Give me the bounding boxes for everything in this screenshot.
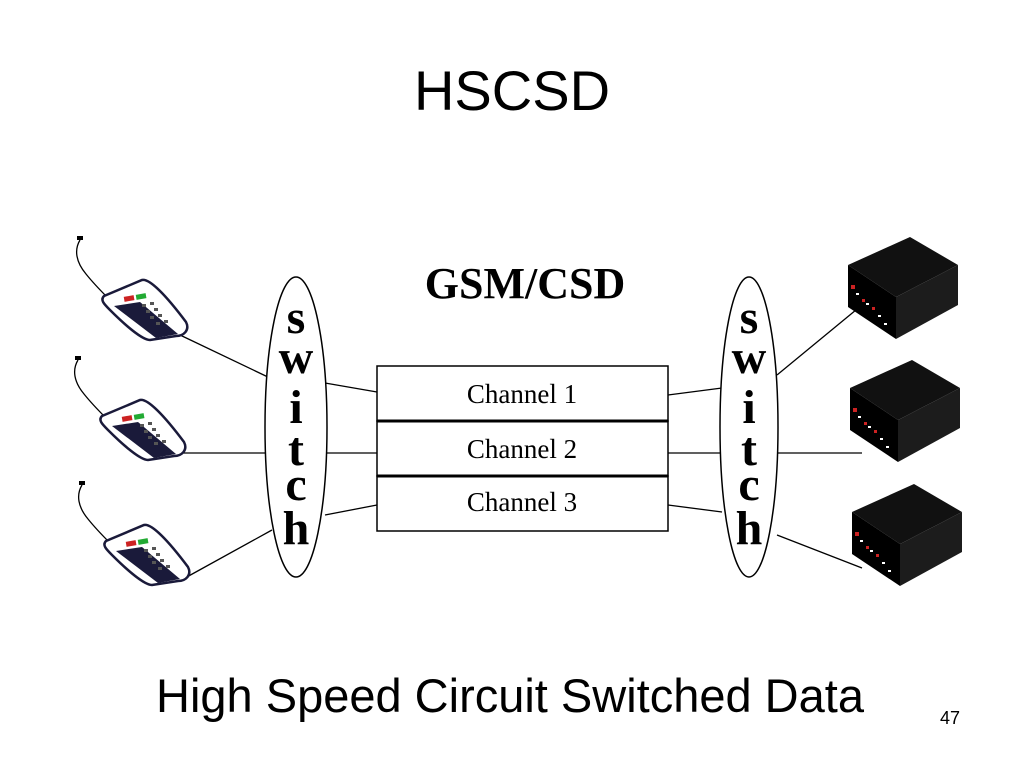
link-ch3-rswitch [667, 504, 723, 513]
gsm-csd-label: GSM/CSD [425, 259, 625, 308]
mobile-phone-icon-1 [75, 234, 189, 342]
right-switch-channel-links [667, 387, 723, 513]
left-device-links [179, 334, 273, 579]
mobile-phone-icon-3 [77, 479, 191, 587]
left-switch-letter-s: s [287, 291, 306, 344]
right-switch-letter-c: c [738, 458, 759, 511]
right-switch-letter-i: i [742, 381, 755, 434]
left-switch-letter-t: t [288, 423, 304, 476]
modem-icon-1 [848, 237, 958, 339]
channel-label-1: Channel 1 [467, 379, 577, 409]
slide-subtitle: High Speed Circuit Switched Data [156, 669, 864, 722]
left-switch: s w i t c h [264, 276, 328, 578]
link-lswitch-ch1 [324, 382, 378, 393]
right-switch: s w i t c h [719, 276, 779, 578]
channel-box-2 [376, 420, 669, 477]
left-switch-shape [264, 276, 328, 578]
right-switch-letter-w: w [732, 331, 767, 384]
right-switch-letter-s: s [740, 291, 759, 344]
left-switch-letter-h: h [283, 502, 310, 555]
link-lswitch-ch3 [324, 504, 378, 516]
channel-stack: Channel 1 Channel 2 Channel 3 [376, 365, 669, 532]
channel-label-3: Channel 3 [467, 487, 577, 517]
right-switch-letter-t: t [741, 423, 757, 476]
mobile-phone-icon-2 [73, 354, 187, 462]
link-phone-1 [179, 334, 271, 379]
link-phone-3 [184, 529, 273, 579]
left-switch-letter-i: i [289, 381, 302, 434]
left-switch-channel-links [324, 382, 378, 516]
link-ch1-rswitch [667, 387, 723, 396]
left-switch-letter-c: c [285, 458, 306, 511]
right-switch-shape [719, 276, 779, 578]
modem-icon-3 [852, 484, 962, 586]
slide-title: HSCSD [413, 59, 611, 122]
link-modem-3 [776, 534, 863, 569]
channel-label-2: Channel 2 [467, 434, 577, 464]
right-device-links [776, 304, 863, 569]
link-modem-1 [776, 304, 863, 376]
left-switch-letter-w: w [279, 331, 314, 384]
modem-icon-2 [850, 360, 960, 462]
page-number: 47 [940, 708, 961, 728]
right-switch-letter-h: h [736, 502, 763, 555]
